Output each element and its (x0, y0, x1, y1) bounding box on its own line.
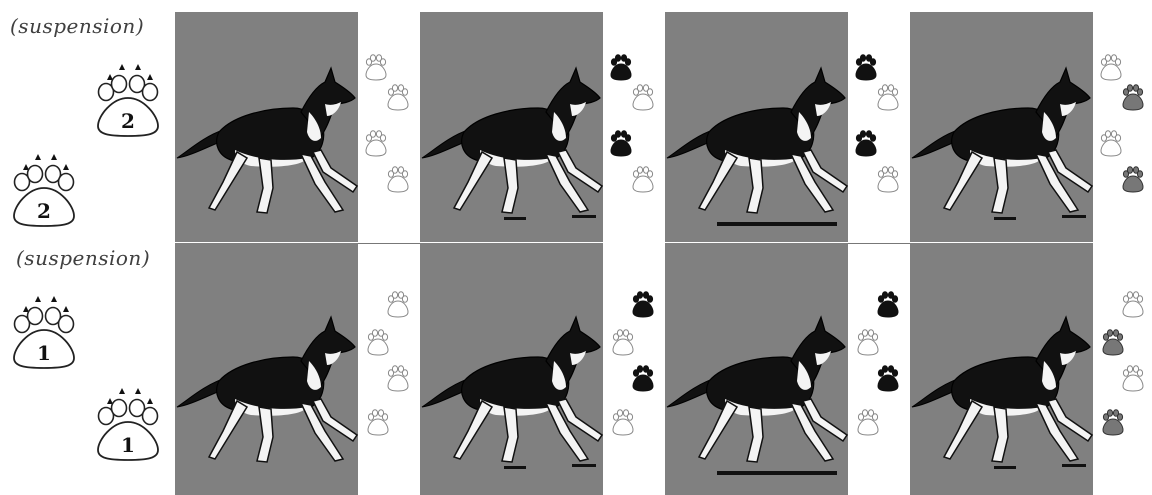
legend-paw-1: 2 (92, 60, 172, 140)
footprint-black (611, 131, 631, 156)
bottom-row-footprints-3 (848, 243, 910, 495)
footprint-gray (1123, 167, 1143, 192)
footprint-light (368, 330, 388, 355)
bottom-row-frame-2 (420, 243, 603, 495)
legend-paw-4: 1 (92, 384, 172, 464)
row-divider-1 (358, 243, 420, 244)
bottom-suspension-label: (suspension) (16, 246, 150, 270)
footprint-black (856, 131, 876, 156)
footprint-light (1123, 366, 1143, 391)
footprint-light (633, 85, 653, 110)
bottom-row-frame-1 (175, 243, 358, 495)
top-row-footprints-1 (358, 12, 420, 242)
footprint-gray (1103, 410, 1123, 435)
footprint-light (1101, 55, 1121, 80)
footprint-light (388, 167, 408, 192)
footprint-light (366, 55, 386, 80)
legend-paw-number: 1 (37, 341, 51, 365)
footprint-light (858, 330, 878, 355)
footprint-light (1123, 292, 1143, 317)
footprint-light (388, 366, 408, 391)
bottom-row-frame-3 (665, 243, 848, 495)
footprint-black (633, 292, 653, 317)
footprint-light (633, 167, 653, 192)
dog-figure (422, 317, 602, 469)
dog-figure (912, 68, 1092, 220)
dog-figure (667, 317, 847, 475)
dog-figure (422, 68, 602, 220)
bottom-row-footprints-2 (603, 243, 665, 495)
row-divider-2 (848, 243, 910, 244)
top-row-frame-1 (175, 12, 358, 242)
footprint-light (858, 410, 878, 435)
legend-paw-2: 2 (8, 150, 88, 230)
footprint-black (633, 366, 653, 391)
legend-paw-3: 1 (8, 292, 88, 372)
legend-paw-number: 2 (121, 109, 135, 133)
footprint-light (388, 85, 408, 110)
legend-paw-number: 2 (37, 199, 51, 223)
footprint-light (368, 410, 388, 435)
footprint-light (878, 85, 898, 110)
top-row-footprints-4 (1093, 12, 1152, 242)
footprint-light (613, 330, 633, 355)
footprint-light (1101, 131, 1121, 156)
top-row-footprints-2 (603, 12, 665, 242)
dog-figure (667, 68, 847, 226)
footprint-black (611, 55, 631, 80)
bottom-row-footprints-4 (1093, 243, 1152, 495)
legend-paw-number: 1 (121, 433, 135, 457)
top-row-frame-2 (420, 12, 603, 242)
dog-figure (912, 317, 1092, 469)
bottom-row-frame-4 (910, 243, 1093, 495)
footprint-black (878, 292, 898, 317)
footprint-gray (1123, 85, 1143, 110)
top-row-frame-3 (665, 12, 848, 242)
footprint-black (878, 366, 898, 391)
top-row-footprints-3 (848, 12, 910, 242)
footprint-black (856, 55, 876, 80)
top-row-frame-4 (910, 12, 1093, 242)
footprint-light (388, 292, 408, 317)
bottom-row-footprints-1 (358, 243, 420, 495)
dog-figure (177, 317, 357, 462)
dog-figure (177, 68, 357, 213)
footprint-light (366, 131, 386, 156)
footprint-light (613, 410, 633, 435)
footprint-gray (1103, 330, 1123, 355)
footprint-light (878, 167, 898, 192)
top-suspension-label: (suspension) (10, 14, 144, 38)
